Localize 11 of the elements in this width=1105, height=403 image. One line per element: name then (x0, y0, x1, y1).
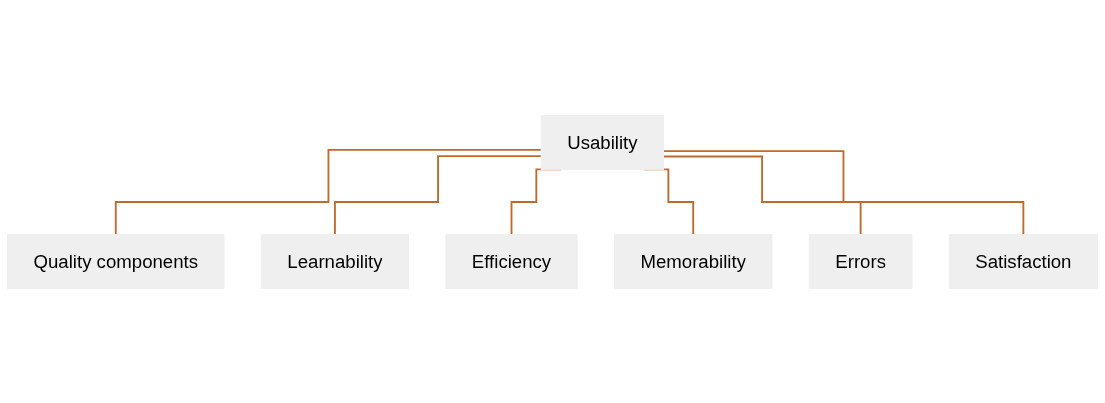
connector (662, 155, 862, 235)
node-box: Memorability (613, 233, 773, 289)
node-box: Satisfaction (948, 233, 1098, 289)
connector (334, 154, 543, 235)
node-box: Quality components (7, 233, 225, 289)
node-box: Efficiency (445, 233, 578, 289)
node-box: Errors (808, 233, 913, 289)
node-box: Learnability (260, 233, 410, 289)
connector (114, 148, 543, 235)
node-box: Usability (540, 114, 665, 170)
connector (662, 149, 1025, 235)
